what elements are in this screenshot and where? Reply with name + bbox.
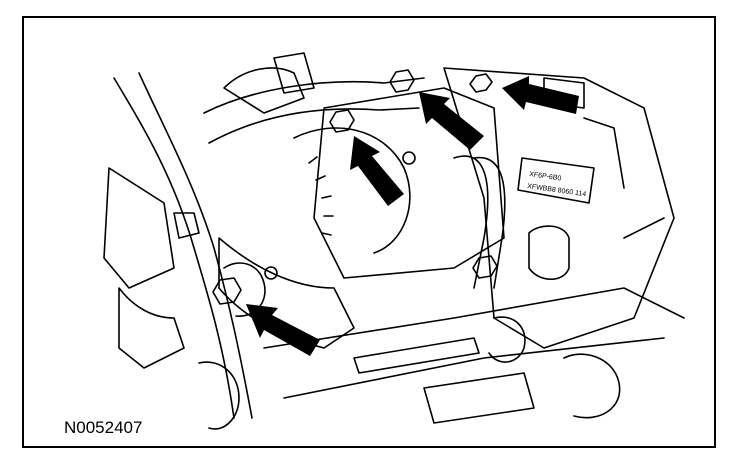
gear-teeth [308,156,334,236]
lower-bottom-block [423,372,535,424]
upper-tube-edge [208,107,420,144]
right-cylinder [528,225,570,281]
right-edge [583,117,665,239]
bottom-left-part [198,361,240,430]
left-bracket [103,167,175,289]
bolt-bottom-left [212,277,242,305]
arrow-bolt-top-center-icon [419,92,484,150]
lower-pulley [563,353,621,419]
lower-right-part [488,316,526,363]
left-lower-part [118,287,185,369]
bracket-arm [218,237,355,349]
right-housing [443,67,675,349]
gear-housing [293,127,411,254]
upper-cylinder [273,52,315,94]
bolt-lower-right [472,255,498,279]
left-hose-edge [138,72,253,419]
arrow-bolt-bottom-left-icon [246,304,320,356]
right-tube-edge [473,156,506,289]
bolt-small-center [402,151,416,165]
lower-rail [353,337,480,374]
engine-illustration: XF6P-6B0 XFWBB8 8060 114 [103,52,685,430]
lower-frame [263,287,685,399]
bolt-center [329,109,355,133]
bolt-lower-small [264,266,278,280]
bolt-top-center [389,69,415,93]
bolt-right-top [469,73,493,93]
right-tube [453,155,489,289]
figure-id: N0052407 [64,418,143,437]
arrow-bolt-center-icon [350,136,404,206]
upper-tube [203,77,425,114]
manifold-block [313,87,505,279]
left-hose [113,77,235,419]
upper-left-part [223,67,305,114]
label-plate-line-2: XFWBB8 8060 114 [527,183,587,198]
label-plate-line-1: XF6P-6B0 [529,171,562,182]
arrow-bolt-top-right-icon [502,76,579,114]
label-plate [517,157,595,204]
figure-frame: XF6P-6B0 XFWBB8 8060 114 N0052407 [22,16,716,448]
left-fitting [173,212,200,239]
